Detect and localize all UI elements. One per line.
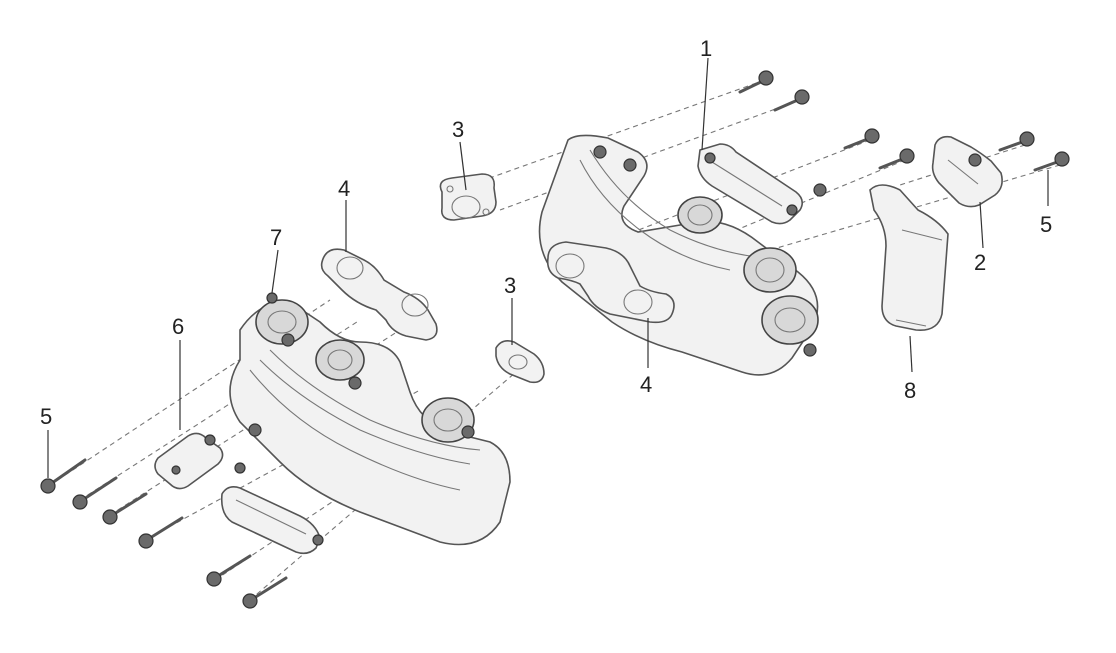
bolt-right-6 (1033, 151, 1070, 172)
gasket-4-left (320, 248, 438, 341)
bolt-right-5 (998, 131, 1035, 152)
callout-label-7: 7 (270, 225, 282, 250)
bolt-left-2 (72, 476, 118, 510)
bolt-right-2 (773, 89, 810, 112)
bolt-right-4 (878, 148, 915, 170)
callout-label-5-left: 5 (40, 404, 52, 429)
nut-7 (266, 292, 278, 304)
callout-label-2: 2 (974, 250, 986, 275)
callout-label-3-upper: 3 (452, 117, 464, 142)
bracket-lower-left (220, 462, 324, 555)
callout-label-4-left: 4 (338, 176, 350, 201)
exhaust-manifold-right (538, 134, 819, 376)
callout-3-lower: 3 (504, 273, 516, 345)
gasket-4-right (546, 241, 675, 324)
bolt-left-6 (242, 576, 288, 609)
bracket-1 (697, 143, 827, 225)
left-exhaust-manifold-assembly (40, 248, 545, 609)
callout-3-upper: 3 (452, 117, 467, 191)
gasket-3-upper (439, 173, 497, 221)
callout-8: 8 (904, 335, 916, 403)
callout-5-right: 5 (1040, 170, 1052, 237)
callout-5-left: 5 (40, 404, 52, 478)
callout-label-1: 1 (700, 36, 712, 61)
callout-7: 7 (270, 225, 282, 294)
exhaust-manifold-left (229, 299, 511, 546)
bracket-2 (931, 135, 1003, 208)
callout-label-3-lower: 3 (504, 273, 516, 298)
gasket-3-lower (495, 340, 545, 384)
bolt-left-1 (40, 458, 87, 494)
callout-label-6: 6 (172, 314, 184, 339)
bolt-right-3 (843, 128, 880, 150)
callout-4-right: 4 (640, 318, 652, 397)
bolt-right-1 (738, 70, 774, 94)
right-exhaust-manifold-assembly (439, 70, 1070, 376)
bolt-left-4 (138, 516, 184, 549)
callout-label-5-right: 5 (1040, 212, 1052, 237)
callout-6: 6 (172, 314, 184, 430)
heat-shield-8 (869, 184, 949, 331)
sensor-6 (154, 432, 224, 490)
callout-label-4-right: 4 (640, 372, 652, 397)
callout-2: 2 (974, 201, 986, 275)
callout-4-left: 4 (338, 176, 350, 252)
bolt-left-5 (206, 554, 252, 587)
callout-label-8: 8 (904, 378, 916, 403)
callout-1: 1 (700, 36, 712, 151)
bolt-left-3 (102, 492, 148, 525)
